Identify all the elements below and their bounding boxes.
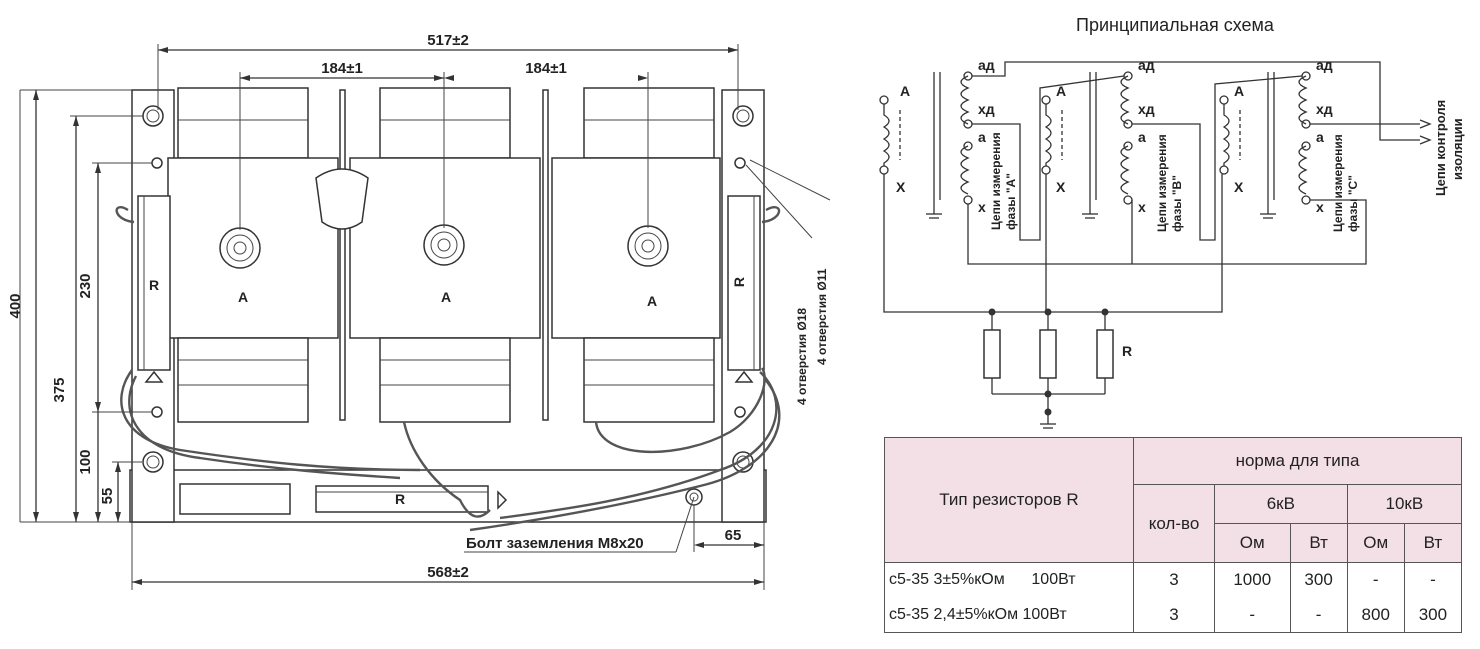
principal-schematic: Принципиальная схема A X ад хд а х Цепи …: [879, 15, 1465, 429]
resistor-spec-table: Тип резисторов R норма для типа кол-во 6…: [884, 436, 1463, 634]
phase-a-transformer: A X ад хд а х Цепи измерения фазы "А": [879, 57, 1018, 230]
resistor-left: R: [137, 195, 171, 383]
transformer-coil-1: [167, 87, 339, 423]
nameplate: [179, 483, 291, 515]
terminal-b-x-label: X: [1056, 179, 1066, 195]
cell-ohm10: 800: [1346, 597, 1405, 634]
resistor-bottom-label: R: [395, 491, 405, 507]
schematic-wiring: [883, 61, 1432, 429]
terminal-ad-label: ад: [978, 57, 995, 73]
terminal-c-xd-label: хд: [1316, 101, 1333, 117]
schematic-title: Принципиальная схема: [1076, 15, 1275, 35]
resistor-right-label: R: [731, 277, 747, 287]
terminal-a-label: A: [900, 83, 910, 99]
ground-bolt-label: Болт заземления М8х20: [466, 535, 644, 552]
holes-18-label: 4 отверстия Ø18: [795, 308, 809, 405]
cell-type: с5-35 2,4±5%кОм 100Вт: [884, 597, 1134, 634]
table-row: с5-35 2,4±5%кОм 100Вт 3 - - 800 300: [884, 597, 1463, 634]
cell-ohm6: 1000: [1214, 561, 1291, 598]
dim-height-230: 230: [77, 273, 94, 298]
coil-label-3: A: [647, 293, 657, 309]
header-w-10kv: Вт: [1403, 523, 1463, 563]
terminal-xd-label: хд: [978, 101, 995, 117]
terminal-c-a-label: A: [1234, 83, 1244, 99]
cell-ohm10: -: [1346, 561, 1405, 598]
transformer-coil-2: [349, 87, 541, 423]
cell-w10: -: [1403, 561, 1463, 598]
dim-overall-bottom: 568±2: [427, 564, 469, 581]
terminal-b-x-small-label: х: [1138, 199, 1146, 215]
dimensions: 517±2 184±1 184±1 568±2 400: [7, 32, 831, 590]
dim-height-375: 375: [51, 377, 68, 402]
header-10kv: 10кВ: [1346, 484, 1463, 525]
terminal-b-xd-label: хд: [1138, 101, 1155, 117]
bushing: [315, 168, 369, 230]
phase-c-transformer: A X ад хд а х Цепи измерения фазы "С": [1219, 57, 1360, 232]
coil-label-2: A: [441, 289, 451, 305]
mounting-holes: [142, 105, 754, 473]
wiring: [115, 206, 781, 532]
separator-1: [339, 89, 346, 421]
terminal-c-ad-label: ад: [1316, 57, 1333, 73]
resistor-bottom: R: [315, 485, 508, 513]
dim-height-55: 55: [99, 488, 116, 505]
phase-a-text-1: Цепи измерения: [989, 132, 1003, 230]
dim-pitch-left: 184±1: [321, 60, 363, 77]
header-norm: норма для типа: [1133, 436, 1462, 486]
cell-qty: 3: [1133, 561, 1215, 598]
phase-b-text-1: Цепи измерения: [1155, 134, 1169, 232]
terminal-c-x-label: X: [1234, 179, 1244, 195]
phase-c-text-2: фазы "С": [1346, 175, 1360, 232]
cell-ohm6: -: [1214, 597, 1291, 634]
cell-w6: -: [1289, 597, 1348, 634]
terminal-b-ad-label: ад: [1138, 57, 1155, 73]
header-w-6kv: Вт: [1289, 523, 1348, 563]
terminal-x-label: X: [896, 179, 906, 195]
dim-height-100: 100: [77, 449, 94, 474]
table-row: с5-35 3±5%кОм 100Вт 3 1000 300 - -: [884, 561, 1463, 598]
coil-label-1: A: [238, 289, 248, 305]
junction-dots: [988, 308, 1109, 416]
separator-2: [542, 89, 549, 421]
phase-c-text-1: Цепи измерения: [1331, 134, 1345, 232]
terminal-c-a-small-label: а: [1316, 129, 1324, 145]
phase-b-text-2: фазы "В": [1170, 175, 1184, 232]
cell-type: с5-35 3±5%кОм 100Вт: [884, 561, 1134, 598]
header-type: Тип резисторов R: [884, 437, 1134, 563]
phase-b-transformer: A X ад хд а х Цепи измерения фазы "В": [1041, 57, 1184, 232]
header-6kv: 6кВ: [1214, 484, 1348, 525]
terminal-x-small-label: х: [978, 199, 986, 215]
holes-11-label: 4 отверстия Ø11: [815, 268, 829, 365]
resistor-right: R: [727, 195, 761, 383]
cell-qty: 3: [1133, 597, 1215, 634]
terminal-b-a-label: A: [1056, 83, 1066, 99]
dim-height-400: 400: [7, 293, 24, 318]
insulation-text-2: изоляции: [1450, 118, 1465, 180]
schematic-resistor-label: R: [1122, 343, 1132, 359]
dim-pitch-right: 184±1: [525, 60, 567, 77]
resistor-left-label: R: [149, 277, 159, 293]
dim-overall-top: 517±2: [427, 32, 469, 49]
cell-w10: 300: [1403, 597, 1463, 634]
terminal-c-x-small-label: х: [1316, 199, 1324, 215]
insulation-text-1: Цепи контроля: [1433, 100, 1448, 196]
phase-a-text-2: фазы "А": [1004, 173, 1018, 230]
header-ohm-6kv: Ом: [1214, 523, 1291, 563]
cell-w6: 300: [1289, 561, 1348, 598]
terminal-b-a-small-label: а: [1138, 129, 1146, 145]
terminal-a-small-label: а: [978, 129, 986, 145]
header-ohm-10kv: Ом: [1346, 523, 1405, 563]
header-qty: кол-во: [1133, 484, 1215, 563]
assembly-drawing: A A A R R R: [7, 32, 831, 590]
dim-65: 65: [725, 527, 742, 544]
transformer-coil-3: [551, 87, 721, 423]
